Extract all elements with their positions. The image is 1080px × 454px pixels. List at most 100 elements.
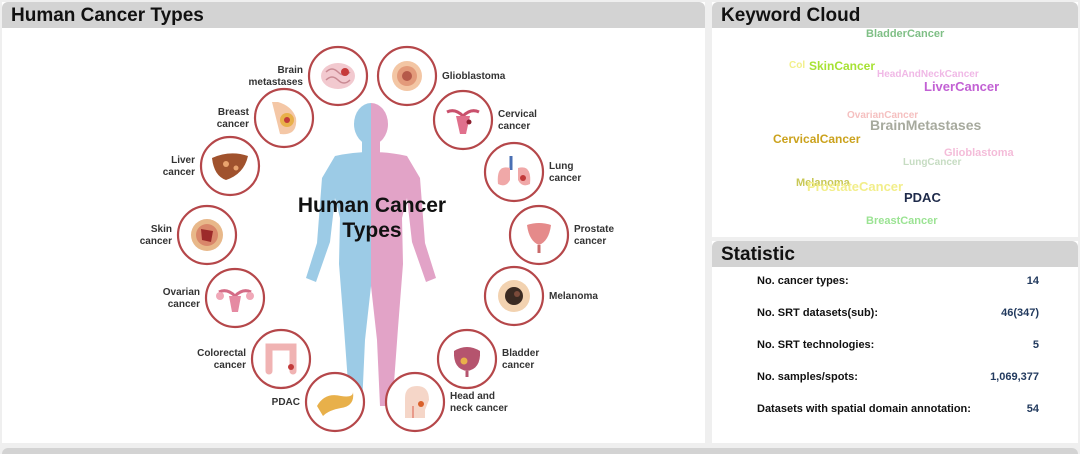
label-line: Prostate [574,224,614,235]
keyword: LiverCancer [924,79,1000,94]
panel-header: Human Cancer Types [2,2,705,28]
pancreas-icon [317,392,354,416]
label-line: cancer [498,121,530,132]
stat-label: No. samples/spots: [757,371,858,383]
cancer-type-circle [483,265,545,327]
label-line: cancer [549,173,581,184]
label-line: Colorectal [197,348,246,359]
keyword: HeadAndNeckCancer [877,69,979,80]
keyword: Glioblastoma [944,147,1014,159]
stat-row: No. samples/spots: 1,069,377 [757,371,1039,387]
cancer-type-circle [432,89,494,151]
stat-label: No. SRT technologies: [757,339,875,351]
keyword: Melanoma [796,177,850,189]
cancer-type-circle [436,328,498,390]
label-line: Head and [450,391,495,402]
stat-label: Datasets with spatial domain annotation: [757,403,971,415]
stat-label: No. SRT datasets(sub): [757,307,879,319]
ovary-icon [216,289,254,312]
cancer-type-circle [483,141,545,203]
prostate-icon [527,223,551,253]
bladder-icon [453,347,481,377]
label-line: Ovarian [163,287,200,298]
melanoma-icon [498,280,530,312]
cancer-type-circle [250,328,312,390]
label-line: cancer [163,167,195,178]
cancer-type-circle [176,204,238,266]
figure-title-line2: Types [342,219,401,242]
panel-title: Keyword Cloud [721,5,861,26]
stat-value: 1,069,377 [990,371,1039,383]
label-line: Bladder [502,348,539,359]
glioblastoma-icon [392,61,422,91]
label-line: Brain [277,65,303,76]
cancer-type-label: Melanoma [549,291,598,302]
keyword: BrainMetastases [870,117,982,133]
label-line: cancer [502,360,534,371]
stat-row: No. cancer types: 14 [757,275,1039,291]
stat-row: No. SRT technologies: 5 [757,339,1039,355]
cancer-type-label: Glioblastoma [442,71,506,82]
keyword: BladderCancer [866,28,945,40]
panel-header: Statistic [712,241,1078,267]
label-line: cancer [214,360,246,371]
colon-icon [265,343,297,375]
cancer-type-circle [508,204,570,266]
label-line: Skin [151,224,172,235]
panel-header: Keyword Cloud [712,2,1078,28]
label-line: Breast [218,107,250,118]
keyword: Col [789,60,806,71]
breast-icon [272,102,297,135]
stat-value: 46(347) [1001,307,1039,319]
human-cancer-types-panel: Human Cancer Types Human Cancer Types Br… [2,2,705,443]
cancer-type-circle [384,371,446,433]
label-line: cancer [574,236,606,247]
keyword: ProstateCancer [807,179,904,194]
label-line: cancer [168,299,200,310]
keyword: BreastCancer [866,215,938,227]
cancer-type-circle [253,87,315,149]
lungs-icon [497,156,531,186]
label-line: metastases [249,77,304,88]
cancer-type-circle [304,371,366,433]
label-line: Melanoma [549,291,598,302]
label-line: PDAC [272,397,300,408]
uterus-icon [446,109,480,134]
head-neck-icon [405,386,429,418]
keyword: OvarianCancer [847,110,919,121]
panel-title: Statistic [721,244,795,265]
human-body-silhouette [306,103,436,406]
label-line: Glioblastoma [442,71,506,82]
cancer-type-circle [204,267,266,329]
cancer-type-circle [199,135,261,197]
stat-row: Datasets with spatial domain annotation:… [757,403,1039,419]
skin-icon [191,219,223,251]
liver-icon [212,153,248,180]
label-line: Lung [549,161,573,172]
keyword: LungCancer [903,157,962,168]
keyword: PDAC [904,190,941,205]
stat-row: No. SRT datasets(sub): 46(347) [757,307,1039,323]
label-line: cancer [140,236,172,247]
stat-value: 14 [1026,275,1039,287]
label-line: neck cancer [450,403,508,414]
cancer-type-label: PDAC [272,397,300,408]
cancer-type-circle [307,45,369,107]
label-line: cancer [217,119,249,130]
stat-label: No. cancer types: [757,275,849,287]
stat-value: 5 [1032,339,1039,351]
brain-icon [321,63,355,89]
